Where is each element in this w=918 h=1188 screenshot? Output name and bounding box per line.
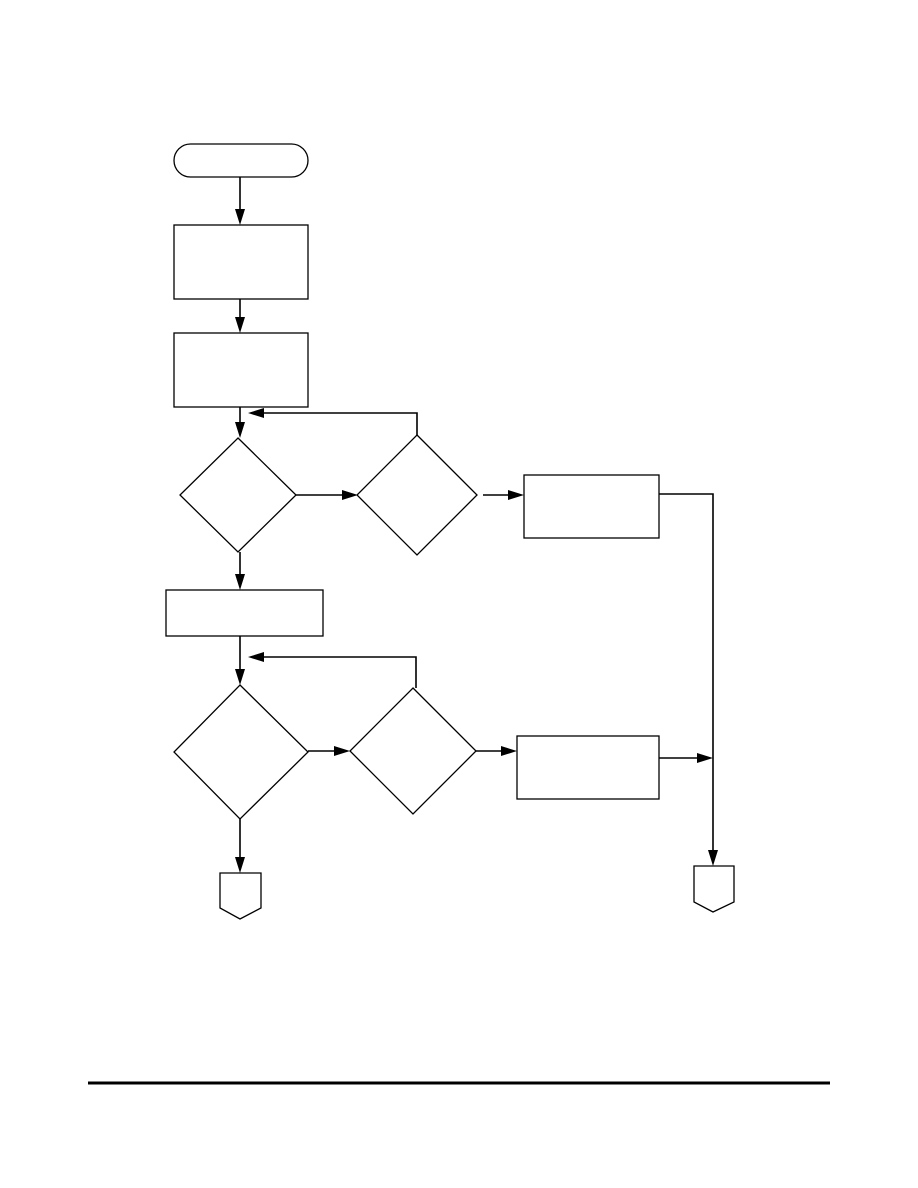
decision-diamond-3 xyxy=(173,684,309,820)
arrowhead-down-icon xyxy=(708,850,718,866)
arrowhead-right-icon xyxy=(342,490,358,500)
decision-diamond-2 xyxy=(356,434,478,556)
flowchart-nodes xyxy=(165,143,735,920)
connector-loop-back-upper xyxy=(262,412,418,435)
arrowhead-down-icon xyxy=(235,209,245,225)
off-page-connector-left xyxy=(219,872,262,920)
process-box-3 xyxy=(523,474,660,539)
process-box-2 xyxy=(173,332,309,408)
arrowhead-right-icon xyxy=(501,746,517,756)
arrowhead-right-icon xyxy=(334,746,350,756)
arrowhead-right-icon xyxy=(697,753,713,763)
arrowhead-down-icon xyxy=(235,317,245,333)
arrowhead-left-icon xyxy=(248,408,264,418)
decision-diamond-4 xyxy=(349,687,477,815)
process-box-5 xyxy=(516,735,660,800)
connector-loop-back-lower xyxy=(262,656,417,688)
arrowhead-down-icon xyxy=(235,422,245,438)
arrowhead-down-icon xyxy=(235,574,245,590)
arrowhead-right-icon xyxy=(508,490,524,500)
process-box-4 xyxy=(165,589,324,637)
arrowhead-left-icon xyxy=(248,652,264,662)
arrowhead-down-icon xyxy=(235,669,245,685)
arrowhead-down-icon xyxy=(235,857,245,873)
start-terminator xyxy=(173,143,309,178)
decision-diamond-1 xyxy=(179,437,297,553)
process-box-1 xyxy=(173,224,309,300)
connector-process-3-to-connector-right xyxy=(659,493,714,852)
flowchart-connectors xyxy=(235,177,718,873)
off-page-connector-right xyxy=(693,865,735,913)
